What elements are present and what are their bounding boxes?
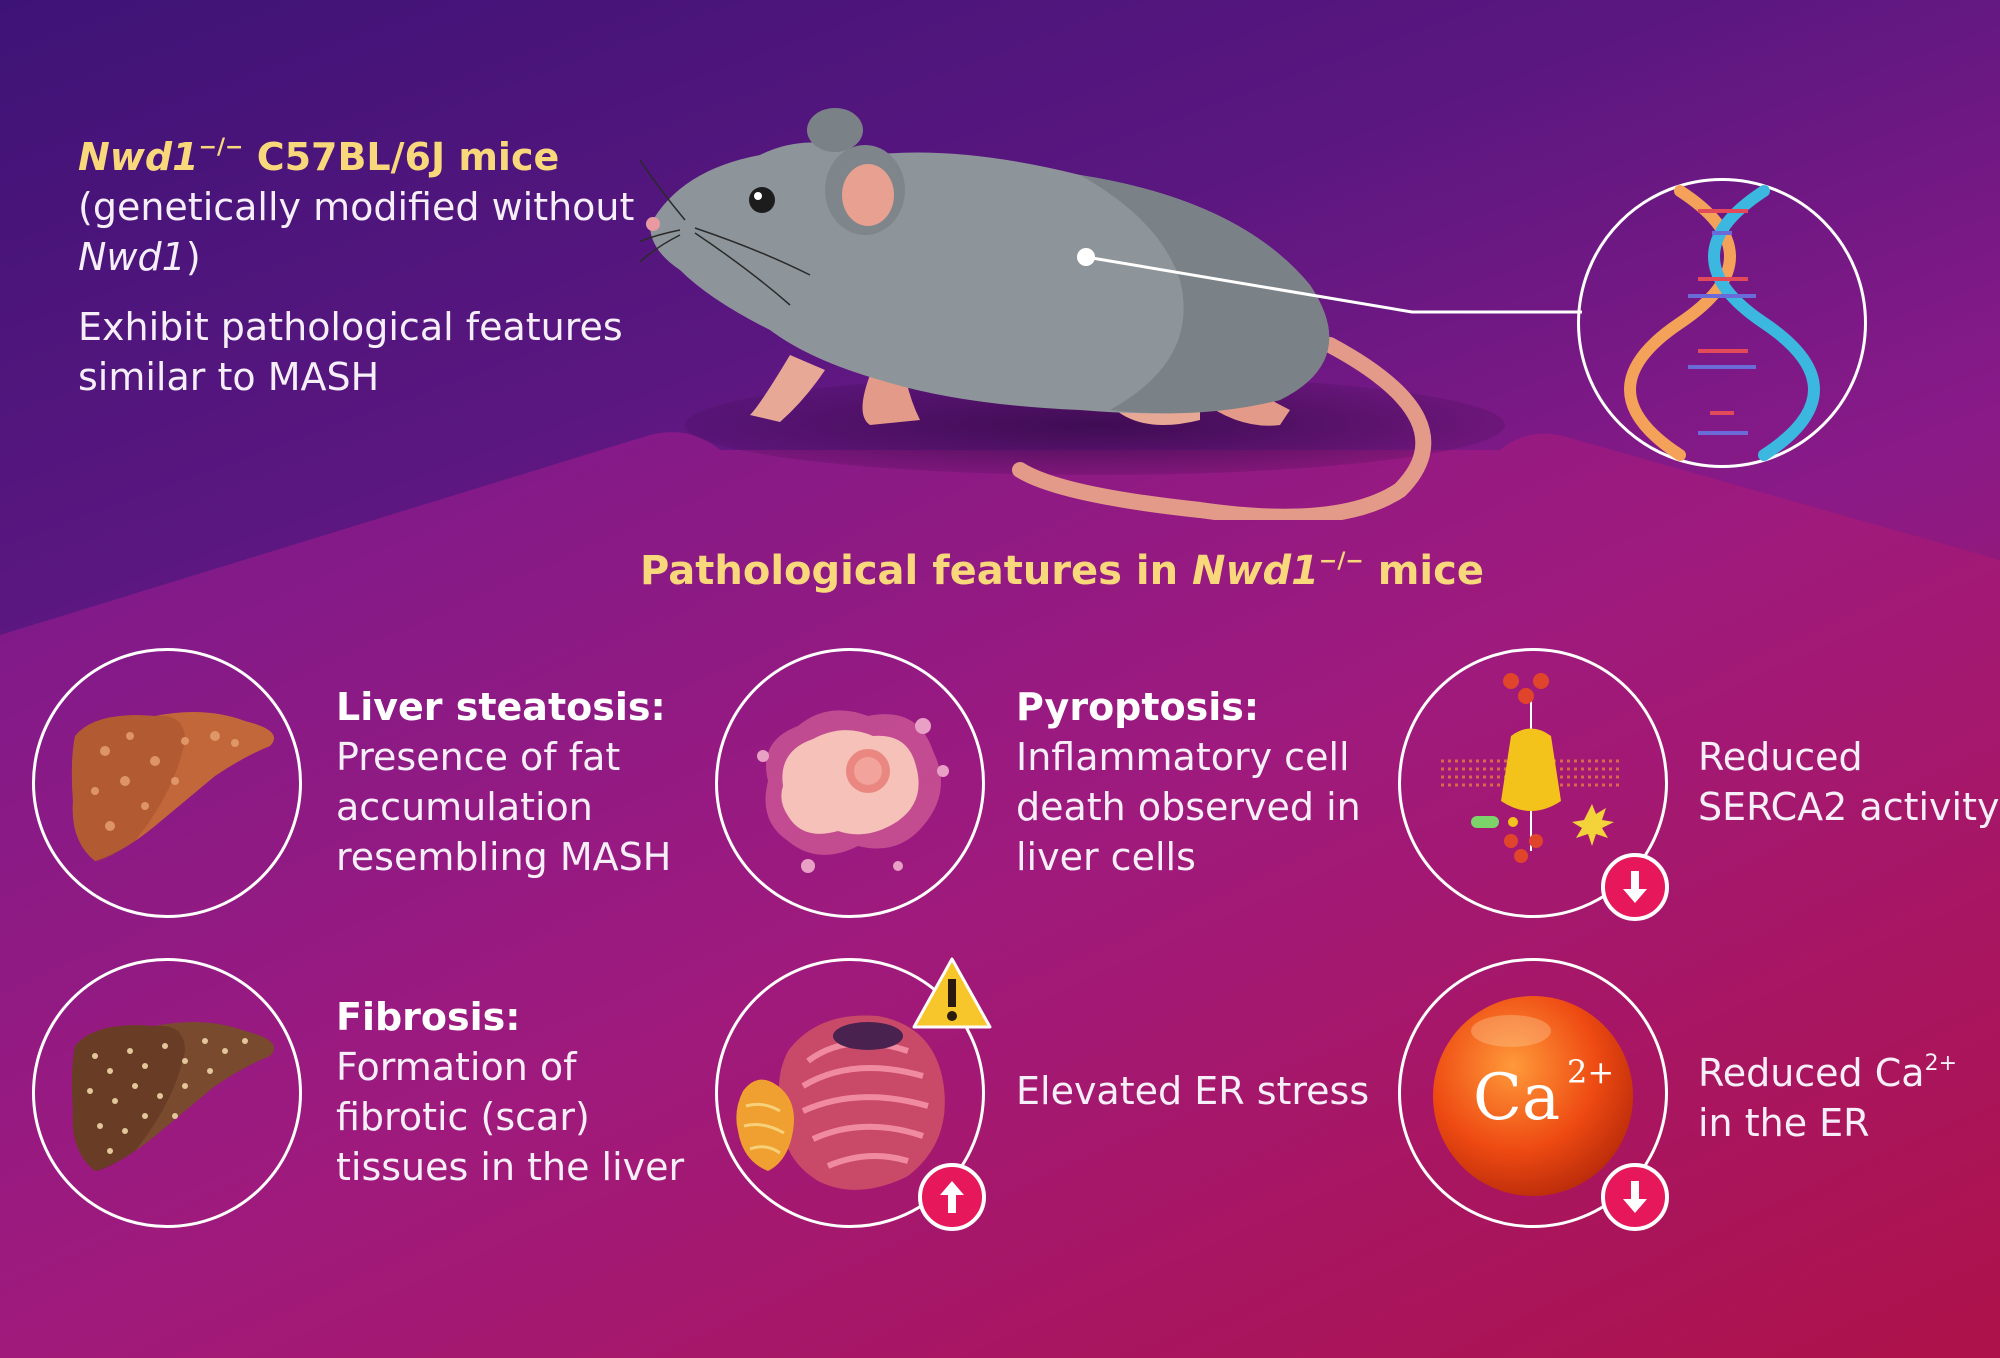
er-circle <box>715 958 985 1228</box>
steatosis-circle <box>32 648 302 918</box>
liver-icon <box>71 1022 275 1171</box>
er-stress-text: Elevated ER stress <box>1016 1069 1370 1113</box>
calcium-text: Reduced Ca2+ in the ER <box>1698 1051 1958 1145</box>
serca-text: Reduced SERCA2 activity <box>1698 735 2000 829</box>
arrow-down-icon <box>1623 871 1647 903</box>
pyroptosis-circle <box>715 648 985 918</box>
serca-pump-icon <box>1441 673 1621 863</box>
calcium-circle: Ca 2+ <box>1398 958 1668 1228</box>
intro-exhibit-line1: Exhibit pathological features <box>78 305 623 349</box>
fibrosis-circle <box>32 958 302 1228</box>
pointer-line <box>1085 255 1582 314</box>
fibrosis-text: Fibrosis: Formation of fibrotic (scar) t… <box>336 995 685 1189</box>
er-stress-increase-badge <box>918 1163 986 1231</box>
section-title: Pathological features in Nwd1−/− mice <box>640 548 1484 594</box>
warning-icon <box>912 957 992 1029</box>
arrow-down-icon <box>1623 1181 1647 1213</box>
calcium-orb-label: Ca <box>1473 1061 1560 1135</box>
calcium-orb-icon: Ca 2+ <box>1433 996 1633 1196</box>
endoplasmic-reticulum-icon <box>736 1015 945 1190</box>
steatosis-text: Liver steatosis: Presence of fat accumul… <box>336 685 672 879</box>
serca-circle <box>1398 648 1668 918</box>
intro-exhibit-line2: similar to MASH <box>78 355 380 399</box>
calcium-decrease-badge <box>1601 1163 1669 1231</box>
intro-desc-line2: Nwd1) <box>78 235 201 279</box>
arrow-up-icon <box>940 1181 964 1213</box>
mouse-illustration <box>640 108 1432 520</box>
inflamed-cell-icon <box>757 710 949 873</box>
serca-decrease-badge <box>1601 853 1669 921</box>
intro-desc-line1: (genetically modified without <box>78 185 635 229</box>
intro-title: Nwd1−/− C57BL/6J mice <box>78 135 560 179</box>
intro-text: Nwd1−/− C57BL/6J mice (genetically modif… <box>78 132 634 402</box>
pyroptosis-text: Pyroptosis: Inflammatory cell death obse… <box>1016 685 1361 879</box>
dna-circle <box>1577 178 1867 468</box>
calcium-orb-sup: 2+ <box>1567 1053 1614 1091</box>
liver-icon <box>71 712 275 861</box>
dna-helix-icon <box>1624 185 1820 461</box>
